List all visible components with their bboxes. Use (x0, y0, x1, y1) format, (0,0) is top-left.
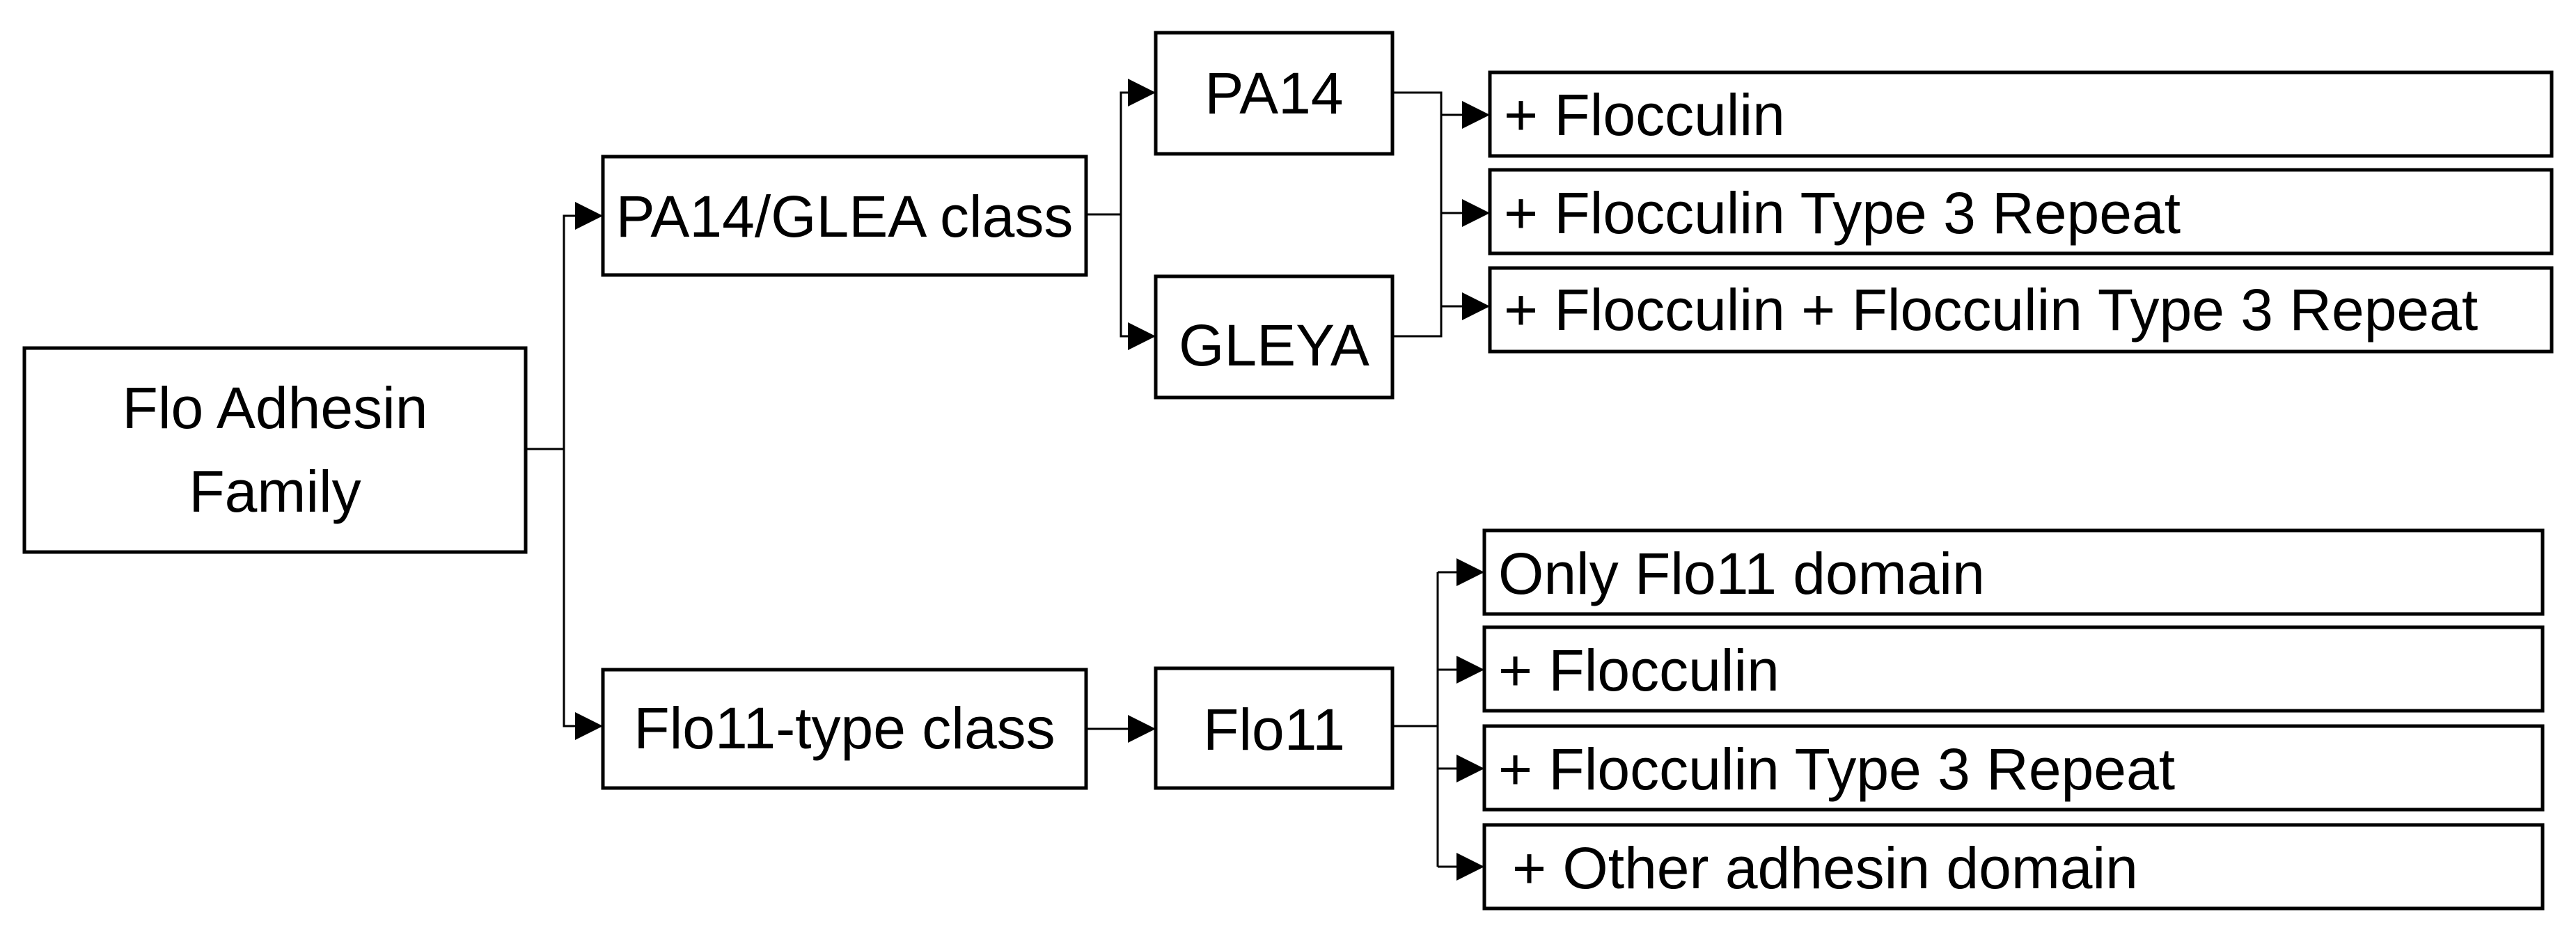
pa14-subtype-list: + Flocculin + Flocculin Type 3 Repeat + … (1488, 70, 2554, 354)
connector-root-to-flo11-type (563, 449, 603, 740)
node-flo11: Flo11 (1154, 666, 1395, 790)
node-gleya: GLEYA (1154, 274, 1395, 400)
connector-class-to-gleya (1120, 214, 1156, 350)
pa14-subtype-3: + Flocculin + Flocculin Type 3 Repeat (1504, 277, 2478, 342)
node-flo11-type-class: Flo11-type class (601, 668, 1088, 790)
node-pa14-glea-class-label: PA14/GLEA class (616, 184, 1074, 249)
connector-class-to-pa14 (1086, 79, 1156, 216)
node-pa14-label: PA14 (1204, 61, 1343, 126)
flo11-subtype-2: + Flocculin (1498, 638, 1780, 703)
pa14-subtype-2: + Flocculin Type 3 Repeat (1504, 180, 2181, 246)
node-root-line2: Family (189, 459, 361, 524)
node-flo11-label: Flo11 (1203, 697, 1345, 762)
flo11-subtype-1: Only Flo11 domain (1498, 541, 1985, 606)
flo11-subtype-3: + Flocculin Type 3 Repeat (1498, 737, 2175, 802)
node-root-line1: Flo Adhesin (123, 375, 428, 441)
connector-root-to-pa14-glea (526, 202, 603, 450)
pa14-subtype-1: + Flocculin (1504, 82, 1785, 148)
connector-pa14-out (1392, 91, 1443, 338)
flo11-subtype-list: Only Flo11 domain + Flocculin + Flocculi… (1482, 528, 2545, 911)
node-gleya-label: GLEYA (1179, 313, 1369, 378)
node-flo11-type-class-label: Flo11-type class (634, 695, 1055, 761)
flo11-subtype-4: + Other adhesin domain (1512, 835, 2138, 901)
connectors (526, 79, 1490, 881)
node-pa14: PA14 (1154, 31, 1395, 156)
node-flo-adhesin-family: Flo Adhesin Family (22, 346, 528, 554)
node-pa14-glea-class: PA14/GLEA class (601, 155, 1088, 277)
